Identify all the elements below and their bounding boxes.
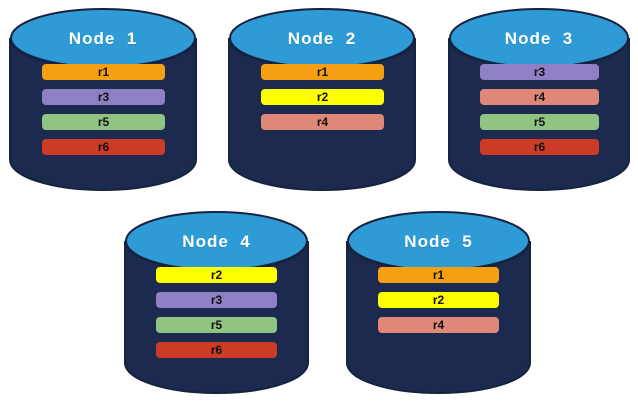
database-node-1[interactable]: Node 1 r1 r3 r5 r6 xyxy=(9,8,197,191)
replica-bar[interactable]: r3 xyxy=(156,292,277,308)
database-node-4[interactable]: Node 4 r2 r3 r5 r6 xyxy=(124,211,309,394)
replica-bar[interactable]: r5 xyxy=(480,114,599,130)
database-node-3[interactable]: Node 3 r3 r4 r5 r6 xyxy=(448,8,630,191)
node-title: Node 4 xyxy=(182,232,251,251)
replica-bar[interactable]: r4 xyxy=(261,114,384,130)
node-title: Node 3 xyxy=(504,29,574,48)
replica-bar[interactable]: r3 xyxy=(480,64,599,80)
replica-bar[interactable]: r1 xyxy=(261,64,384,80)
replica-bar[interactable]: r6 xyxy=(480,139,599,155)
replica-bar[interactable]: r4 xyxy=(378,317,499,333)
replica-bar[interactable]: r2 xyxy=(378,292,499,308)
replica-bar[interactable]: r1 xyxy=(378,267,499,283)
node-title: Node 1 xyxy=(68,29,138,48)
replica-bar[interactable]: r5 xyxy=(156,317,277,333)
replica-bar[interactable]: r1 xyxy=(42,64,165,80)
replica-bar[interactable]: r6 xyxy=(156,342,277,358)
replica-bar[interactable]: r5 xyxy=(42,114,165,130)
node-title: Node 2 xyxy=(287,29,357,48)
replica-bar[interactable]: r3 xyxy=(42,89,165,105)
database-node-5[interactable]: Node 5 r1 r2 r4 xyxy=(346,211,531,394)
replica-bar[interactable]: r2 xyxy=(261,89,384,105)
node-title: Node 5 xyxy=(404,232,473,251)
replica-bar[interactable]: r6 xyxy=(42,139,165,155)
replica-bar[interactable]: r2 xyxy=(156,267,277,283)
database-node-2[interactable]: Node 2 r1 r2 r4 xyxy=(228,8,416,191)
replica-bar[interactable]: r4 xyxy=(480,89,599,105)
